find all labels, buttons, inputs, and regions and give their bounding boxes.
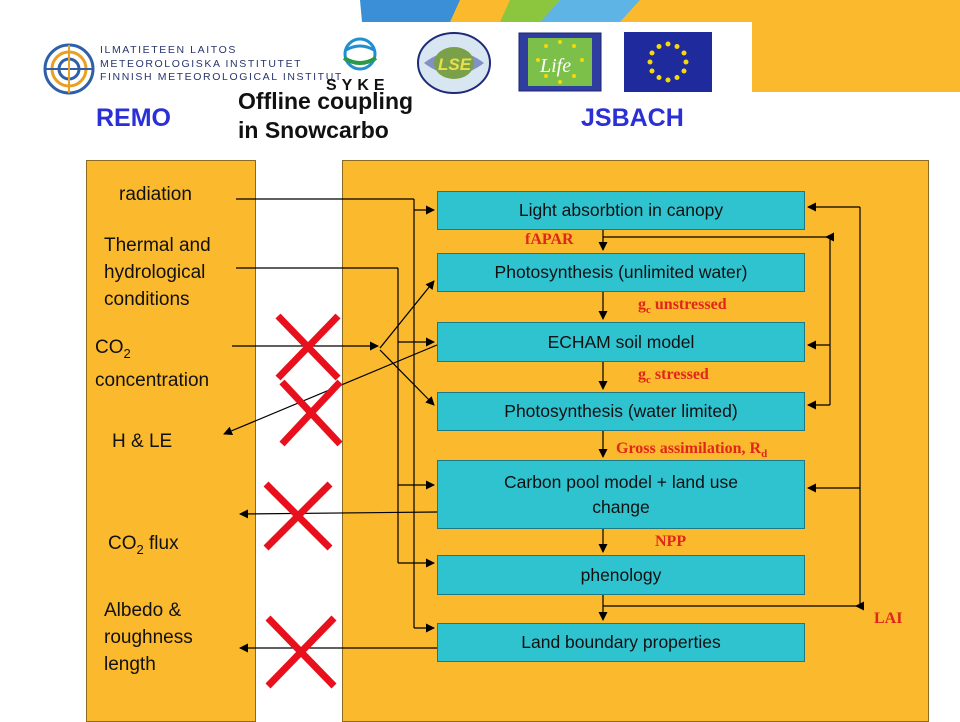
banner-orange-block — [752, 22, 960, 92]
box-photosynthesis-unlimited: Photosynthesis (unlimited water) — [437, 253, 805, 292]
jsbach-title: JSBACH — [581, 104, 684, 132]
co2-conc-line-2: concentration — [95, 369, 210, 391]
gc-stressed-g: g — [638, 366, 646, 383]
cross-co2-concentration-icon — [275, 313, 341, 381]
offline-coupling-title: Offline coupling in Snowcarbo — [238, 87, 413, 145]
albedo-line-1: Albedo & — [104, 600, 182, 621]
cross-h-le-icon — [279, 379, 343, 447]
flux-npp: NPP — [655, 533, 687, 550]
lse-logo-text: LSE — [438, 55, 472, 74]
remo-radiation: radiation — [119, 184, 192, 205]
cross-co2-flux-icon — [263, 481, 333, 551]
syke-logo-text: SYKE — [326, 77, 390, 94]
gc-unstressed-g: g — [638, 296, 646, 313]
co2-to-photo-limited — [379, 349, 435, 406]
offline-title-line-2: in Snowcarbo — [238, 117, 389, 143]
flux-gross-assimilation: Gross assimilation, Rd — [616, 440, 767, 460]
remo-h-le: H & LE — [112, 431, 173, 452]
flux-lai: LAI — [874, 610, 903, 627]
life-logo-text: Life — [539, 55, 571, 77]
life-logo-icon: Life — [518, 32, 602, 92]
remo-co2-concentration: CO2 concentration — [95, 334, 209, 394]
gc-stressed-sub: c — [646, 374, 651, 387]
gc-stressed-tail: stressed — [650, 366, 709, 383]
remo-title: REMO — [96, 104, 171, 132]
banner-decoration — [360, 0, 960, 92]
syke-logo-icon: SYKE — [326, 37, 390, 94]
remo-thermal-hydrological: Thermal and hydrological conditions — [104, 232, 211, 313]
offline-title-line-1: Offline coupling — [238, 88, 414, 114]
flux-fapar: fAPAR — [525, 231, 574, 248]
box-echam-soil: ECHAM soil model — [437, 322, 805, 362]
co2-to-photo-unlimited — [379, 280, 435, 349]
remo-co2-flux: CO2 flux — [108, 530, 179, 563]
gross-text: Gross assimilation, R — [616, 440, 762, 457]
box-photosynthesis-limited: Photosynthesis (water limited) — [437, 392, 805, 431]
gc-unstressed-sub: c — [646, 304, 651, 317]
co2-flux-sub: 2 — [136, 541, 144, 557]
carbon-line-1: Carbon pool model + land use — [504, 471, 738, 492]
box-land-boundary: Land boundary properties — [437, 623, 805, 662]
thermal-line-1: Thermal and — [104, 235, 211, 256]
eu-flag-icon — [624, 32, 712, 92]
co2-conc-text: CO — [95, 337, 124, 358]
remo-albedo-roughness: Albedo & roughness length — [104, 597, 193, 678]
fmi-logo-text: ILMATIETEEN LAITOS METEOROLOGISKA INSTIT… — [100, 44, 343, 85]
box-carbon-pool: Carbon pool model + land use change — [437, 460, 805, 529]
co2-flux-text: CO — [108, 533, 137, 554]
lse-logo-icon: LSE — [417, 32, 491, 94]
banner-lightblue-shape — [540, 0, 640, 22]
co2-flux-tail: flux — [143, 533, 179, 554]
flux-gc-stressed: gc stressed — [638, 366, 709, 386]
thermal-line-2: hydrological — [104, 262, 206, 283]
cross-albedo-icon — [265, 615, 337, 689]
remo-panel — [86, 160, 256, 722]
box-phenology: phenology — [437, 555, 805, 595]
fmi-line-3: FINNISH METEOROLOGICAL INSTITUT — [100, 71, 343, 83]
albedo-line-3: length — [104, 654, 156, 675]
banner-blue-shape — [360, 0, 460, 22]
gc-unstressed-tail: unstressed — [650, 296, 727, 313]
box-light-absorption: Light absorbtion in canopy — [437, 191, 805, 230]
albedo-line-2: roughness — [104, 627, 193, 648]
fmi-line-2: METEOROLOGISKA INSTITUTET — [100, 57, 303, 70]
co2-flux-line — [239, 509, 438, 519]
fmi-line-1: ILMATIETEEN LAITOS — [100, 44, 237, 56]
flux-gc-unstressed: gc unstressed — [638, 296, 727, 316]
gross-sub: d — [761, 448, 768, 461]
carbon-line-2: change — [592, 496, 650, 517]
fmi-logo-icon — [43, 43, 95, 95]
co2-conc-sub: 2 — [123, 345, 131, 361]
thermal-line-3: conditions — [104, 289, 190, 310]
